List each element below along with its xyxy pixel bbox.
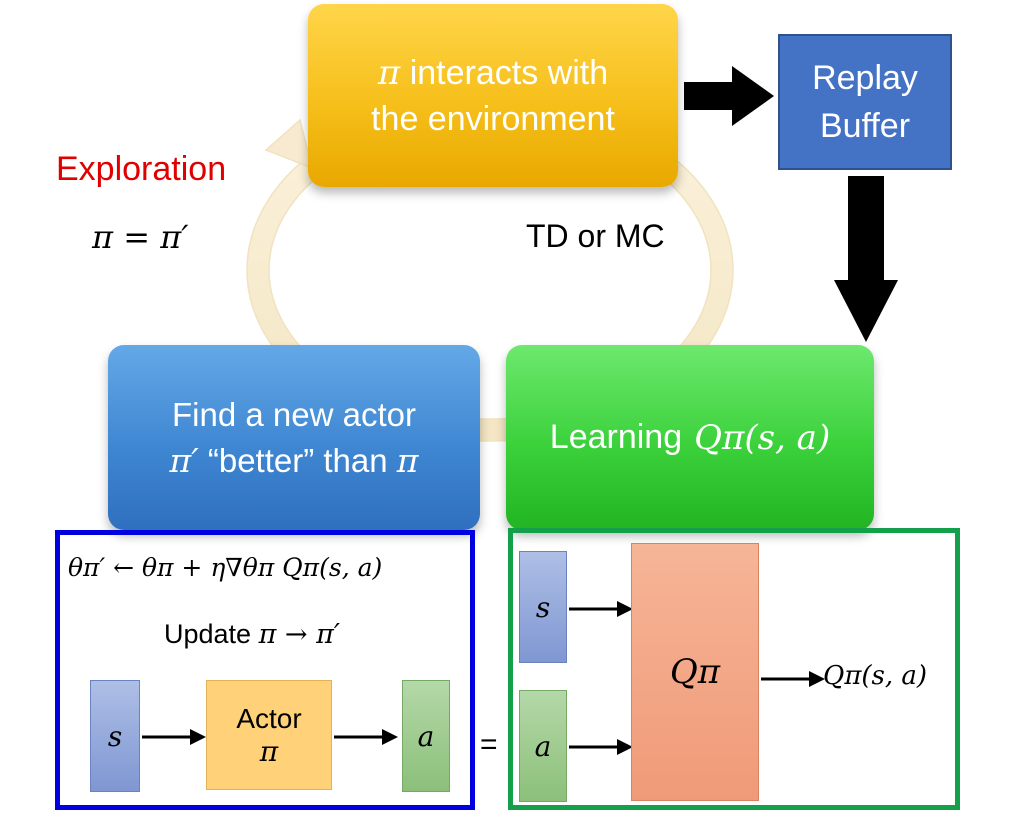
assign-formula: π = π′ [92, 218, 189, 256]
arrow-to-replay-buffer [684, 66, 774, 126]
replay-label: Replay [812, 59, 918, 97]
q-network-box: Qπ [631, 543, 759, 801]
critic-action-label: a [534, 729, 552, 763]
critic-state-label: s [535, 590, 551, 624]
buffer-label: Buffer [819, 107, 911, 145]
exploration-label: Exploration [56, 150, 227, 188]
q-network-label: Qπ [669, 652, 721, 692]
arrow-from-replay-buffer [834, 176, 898, 342]
pi-symbol: π [377, 52, 401, 93]
update-text: Update [164, 619, 252, 649]
actor-label: Actor [236, 702, 302, 734]
state-label: s [107, 719, 123, 753]
top-box-line1: interacts with [409, 53, 609, 92]
top-box-line2: the environment [371, 99, 615, 138]
left-box-line1: Find a new actor [172, 395, 416, 433]
q-output-label: Qπ(s, a) [823, 661, 928, 691]
action-label: a [417, 719, 435, 753]
q-function-label: Qπ(s, a) [694, 417, 831, 458]
find-new-actor-box: Find a new actor π′ “better” than π [108, 345, 480, 530]
actor-pi-symbol: π [259, 734, 279, 768]
critic-panel: s a Qπ Qπ(s, a) [508, 528, 960, 810]
actor-state-input: s [90, 680, 140, 792]
arrow-state-to-q [569, 601, 633, 617]
arrow-q-to-output [761, 671, 825, 687]
actor-network-box: Actor π [206, 680, 332, 790]
actor-action-output: a [402, 680, 450, 792]
actor-update-panel: θπ′ ← θπ + η∇θπ Qπ(s, a) Update π → π′ s… [55, 530, 475, 810]
update-math: π → π′ [258, 619, 341, 650]
learning-text: Learning [549, 418, 683, 456]
pi-symbol-left: π [396, 440, 419, 480]
critic-state-input: s [519, 551, 567, 663]
arrow-action-to-q [569, 739, 633, 755]
arrow-state-to-actor [142, 729, 206, 745]
pi-prime-symbol: π′ [169, 440, 199, 480]
update-line: Update π → π′ [164, 619, 340, 650]
equals-sign: = [480, 728, 498, 761]
arrow-actor-to-action [334, 729, 398, 745]
replay-buffer-box: Replay Buffer [778, 34, 952, 170]
critic-action-input: a [519, 690, 567, 802]
td-mc-label: TD or MC [526, 218, 665, 254]
better-than-text: “better” than [207, 441, 388, 479]
interact-environment-box: π interacts with the environment [308, 4, 678, 187]
learning-q-box: Learning Qπ(s, a) [506, 345, 874, 530]
gradient-update-formula: θπ′ ← θπ + η∇θπ Qπ(s, a) [68, 553, 383, 582]
